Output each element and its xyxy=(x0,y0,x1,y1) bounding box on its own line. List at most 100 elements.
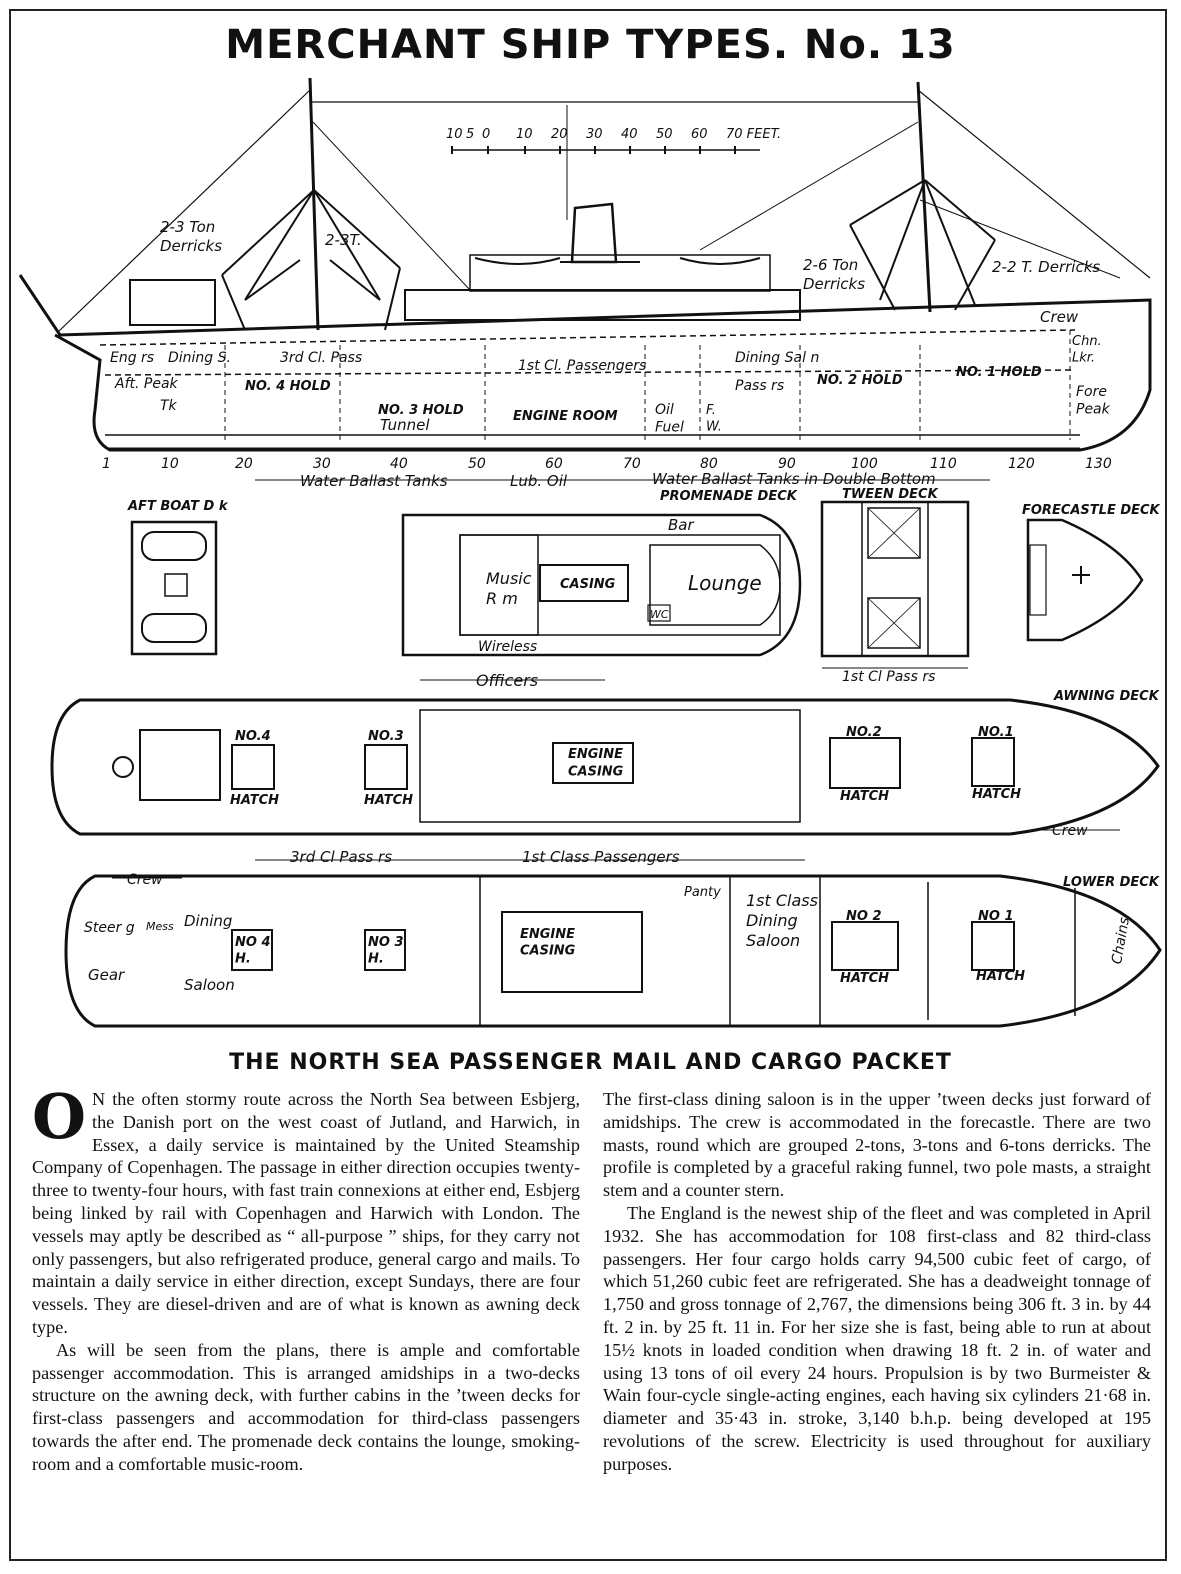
article-paragraph: The first-class dining saloon is in the … xyxy=(603,1089,1151,1201)
label-lower-hatch2: HATCH xyxy=(840,971,889,986)
label-chains: Chains xyxy=(1109,916,1133,965)
label-lounge: Lounge xyxy=(688,571,762,595)
deck-title-forecastle: FORECASTLE DECK xyxy=(1022,503,1161,518)
funnel xyxy=(570,202,618,264)
aft-derricks xyxy=(221,189,401,331)
article-paragraph: As will be seen from the plans, there is… xyxy=(32,1339,580,1474)
label-awning-hatch3: HATCH xyxy=(364,793,413,808)
hull-outline xyxy=(18,274,1152,452)
label-panty: Panty xyxy=(684,885,721,900)
label-lower-crew: Crew xyxy=(127,872,163,888)
page-title: MERCHANT SHIP TYPES. No. 13 xyxy=(225,22,956,68)
label-tk: Tk xyxy=(160,398,178,414)
label-tween-first-cl: 1st Cl Pass rs xyxy=(842,669,935,685)
aft-mast xyxy=(308,77,320,331)
label-wireless: Wireless xyxy=(478,639,537,655)
frame-number: 90 xyxy=(778,456,796,472)
promenade-deck-plan xyxy=(401,513,802,657)
label-steerg: Steer g xyxy=(84,920,135,936)
label-saloon: Saloon xyxy=(184,976,235,994)
label-gear: Gear xyxy=(88,966,125,984)
label-lub-oil: Lub. Oil xyxy=(510,472,568,490)
label-no3-hold: NO. 3 HOLD xyxy=(378,403,464,418)
label-awning-hatch2: HATCH xyxy=(840,789,889,804)
deck-title-tween: TWEEN DECK xyxy=(842,487,939,502)
lower-deck-plan xyxy=(64,859,1162,1028)
ship-plans-figure: 10 5 0 10 20 30 40 50 60 70 FEET. 2-3 To… xyxy=(18,77,1162,1028)
article-column-right: The first-class dining saloon is in the … xyxy=(603,1088,1151,1476)
label-crew: Crew xyxy=(1040,308,1079,326)
label-third-cl-pass: 3rd Cl. Pass xyxy=(280,350,362,366)
deck-title-promenade: PROMENADE DECK xyxy=(660,489,798,504)
label-lower-no1: NO 1 xyxy=(978,909,1014,924)
label-aft-peak: Aft. Peak xyxy=(114,376,179,392)
scale-tick: 30 xyxy=(586,127,603,142)
frame-number: 20 xyxy=(235,456,253,472)
label-dining-s: Dining S. xyxy=(168,350,231,366)
frame-number: 1 xyxy=(102,456,111,472)
profile-view xyxy=(18,77,1152,481)
label-fw: F.W. xyxy=(706,403,722,434)
frame-number: 40 xyxy=(390,456,408,472)
label-derricks-2t: 2-2 T. Derricks xyxy=(992,258,1100,276)
label-derrick-3t: 2-3T. xyxy=(325,231,362,249)
frame-number: 100 xyxy=(851,456,878,472)
deck-title-awning: AWNING DECK xyxy=(1053,689,1160,704)
label-lower-first-class: 1st Class Passengers xyxy=(522,848,680,866)
label-double-bottom: Water Ballast Tanks in Double Bottom xyxy=(652,470,936,488)
label-awning-crew: Crew xyxy=(1052,823,1088,839)
label-no1-hold: NO. 1 HOLD xyxy=(956,365,1042,380)
scale-bar xyxy=(451,105,760,220)
frame-number: 70 xyxy=(623,456,641,472)
scale-tick: 0 xyxy=(482,127,490,142)
label-lower-no2: NO 2 xyxy=(846,909,882,924)
frame-number: 30 xyxy=(313,456,331,472)
label-casing: CASING xyxy=(560,577,616,592)
deck-title-lower: LOWER DECK xyxy=(1063,875,1160,890)
scale-tick: 10 xyxy=(516,127,533,142)
article-paragraph: The England is the newest ship of the fl… xyxy=(603,1202,1151,1474)
deck-title-aft-boat: AFT BOAT D k xyxy=(127,499,229,514)
scale-tick: 5 xyxy=(466,127,474,142)
awning-deck-plan xyxy=(50,679,1160,836)
scale-tick: 10 xyxy=(446,127,463,142)
label-awning-no4: NO.4 xyxy=(235,729,271,744)
aft-boat-deck-plan xyxy=(130,520,218,656)
label-engine-room: ENGINE ROOM xyxy=(513,409,618,424)
label-mess: Mess xyxy=(146,920,174,933)
label-no2-hold: NO. 2 HOLD xyxy=(817,373,903,388)
label-awning-no1: NO.1 xyxy=(978,725,1014,740)
scale-tick: 70 FEET. xyxy=(726,127,781,142)
label-awning-no3: NO.3 xyxy=(368,729,404,744)
label-awning-hatch1: HATCH xyxy=(972,787,1021,802)
frame-number: 10 xyxy=(161,456,179,472)
label-dining-saln: Dining Sal n xyxy=(735,350,819,366)
label-awning-no2: NO.2 xyxy=(846,725,882,740)
label-chn-lkr: Chn.Lkr. xyxy=(1072,334,1102,365)
label-dining: Dining xyxy=(184,912,232,930)
label-lower-third-cl: 3rd Cl Pass rs xyxy=(290,848,392,866)
label-no4-hold: NO. 4 HOLD xyxy=(245,379,331,394)
scale-tick: 50 xyxy=(656,127,673,142)
scale-tick: 60 xyxy=(691,127,708,142)
label-water-ballast: Water Ballast Tanks xyxy=(300,472,448,490)
frame-number: 120 xyxy=(1008,456,1035,472)
scale-tick: 20 xyxy=(551,127,568,142)
label-awning-hatch4: HATCH xyxy=(230,793,279,808)
frame-number: 60 xyxy=(545,456,563,472)
label-officers: Officers xyxy=(476,671,538,690)
frame-number: 130 xyxy=(1085,456,1112,472)
section-title: THE NORTH SEA PASSENGER MAIL AND CARGO P… xyxy=(229,1050,952,1075)
tween-deck-plan xyxy=(820,500,970,669)
